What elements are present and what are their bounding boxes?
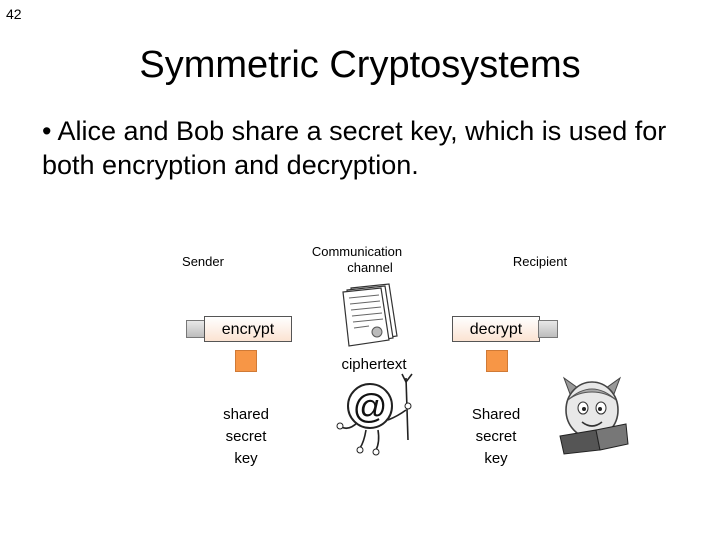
recipient-key-label-line1: Shared [471, 406, 521, 423]
sender-key-label-line3: key [234, 450, 258, 467]
recipient-key-label-line2: secret [475, 428, 517, 445]
channel-label: Communication channel [300, 244, 414, 276]
recipient-key-label: Shared secret key [456, 404, 536, 470]
recipient-person-icon [559, 376, 629, 455]
slide-title: Symmetric Cryptosystems [139, 44, 581, 86]
encrypt-connector [186, 320, 206, 338]
sender-key-label-line2: secret [225, 428, 267, 445]
sender-label: Sender [182, 254, 224, 269]
recipient-key-icon [486, 350, 508, 372]
recipient-key-label-line3: key [484, 450, 508, 467]
channel-label-line1: Communication [311, 244, 403, 259]
sender-key-label-line1: shared [223, 406, 269, 423]
document-icon [342, 283, 398, 347]
svg-text:@: @ [353, 388, 388, 426]
slide-number: 42 [6, 6, 22, 22]
sender-key-label: shared secret key [206, 404, 286, 470]
recipient-label: Recipient [512, 254, 568, 269]
sender-key-icon [235, 350, 257, 372]
eavesdropper-icon: @ [336, 373, 413, 456]
bullet-text: • Alice and Bob share a secret key, whic… [42, 116, 667, 180]
ciphertext-label: ciphertext [341, 356, 407, 373]
encrypt-box: encrypt [204, 316, 292, 342]
decrypt-box: decrypt [452, 316, 540, 342]
channel-label-line2: channel [347, 260, 393, 275]
decrypt-connector [538, 320, 558, 338]
